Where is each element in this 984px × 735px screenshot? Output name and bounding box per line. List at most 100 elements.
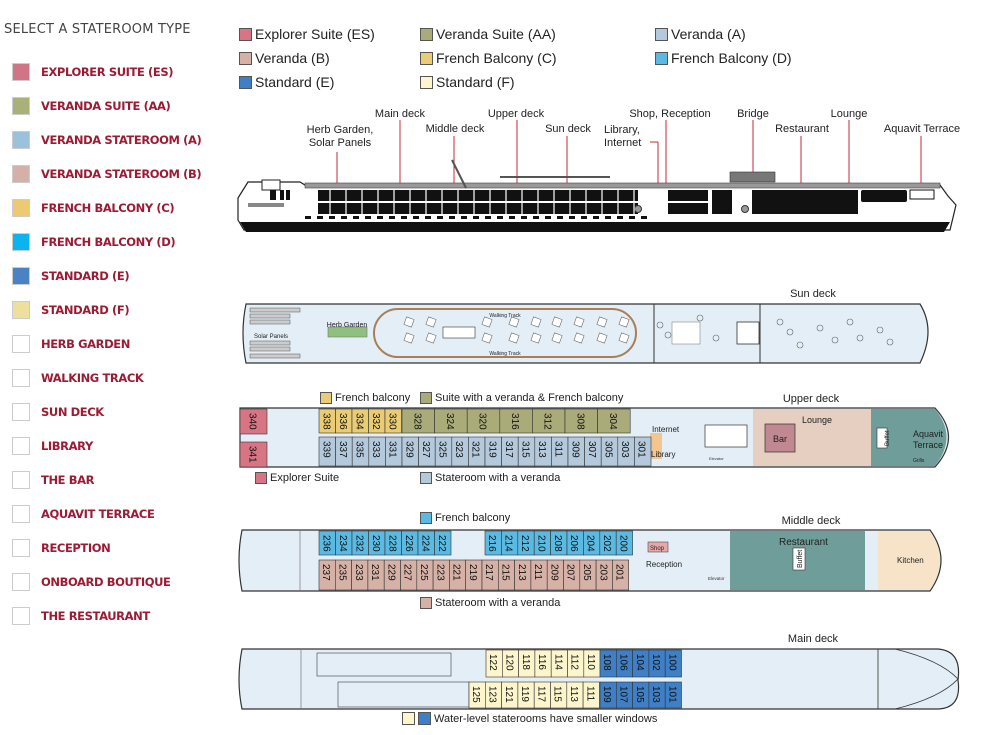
porthole xyxy=(449,216,455,219)
cabin[interactable]: 338 xyxy=(318,408,336,434)
stateroom-type-option[interactable]: EXPLORER SUITE (ES) xyxy=(12,62,173,82)
stateroom-type-option[interactable]: RECEPTION xyxy=(12,538,111,558)
legend-label: French Balcony (C) xyxy=(436,50,557,66)
cabin-number: 337 xyxy=(337,441,348,458)
cabin-number: 119 xyxy=(519,686,530,702)
label-upper-deck: Upper deck xyxy=(487,108,545,120)
stateroom-type-option[interactable]: THE BAR xyxy=(12,470,94,490)
cabin[interactable]: 114 xyxy=(550,649,568,678)
stateroom-type-option[interactable]: FRENCH BALCONY (C) xyxy=(12,198,175,218)
cabin-number: 125 xyxy=(470,686,481,703)
cabin[interactable]: 108 xyxy=(599,649,617,678)
cabin[interactable]: 112 xyxy=(567,649,585,678)
upper-legend-french-balcony: French balcony xyxy=(320,392,410,404)
stateroom-type-option[interactable]: VERANDA SUITE (AA) xyxy=(12,96,171,116)
porthole xyxy=(629,216,635,219)
cabin[interactable]: 123 xyxy=(484,681,502,709)
cabin[interactable]: 107 xyxy=(615,681,633,709)
cabin[interactable]: 219 xyxy=(465,559,483,591)
cabin[interactable]: 221 xyxy=(449,559,466,591)
cabin[interactable]: 327 xyxy=(418,436,436,467)
cabin[interactable]: 222 xyxy=(434,530,452,556)
cabin[interactable]: 320 xyxy=(466,408,501,434)
cabin[interactable]: 122 xyxy=(485,649,503,678)
cabin-number: 332 xyxy=(370,413,381,430)
cabin[interactable]: 341 xyxy=(239,441,268,468)
cabin[interactable]: 309 xyxy=(567,436,585,467)
cabin[interactable]: 301 xyxy=(634,436,652,467)
cabin-number: 340 xyxy=(247,413,258,430)
stateroom-type-option[interactable]: SUN DECK xyxy=(12,402,104,422)
cabin[interactable]: 226 xyxy=(401,530,419,556)
stateroom-type-option[interactable]: ONBOARD BOUTIQUE xyxy=(12,572,171,592)
cabin[interactable]: 119 xyxy=(517,681,535,709)
porthole xyxy=(593,216,599,219)
cabin[interactable]: 121 xyxy=(501,681,519,709)
cabin[interactable]: 103 xyxy=(648,681,666,709)
cabin[interactable]: 120 xyxy=(501,649,519,678)
cabin[interactable]: 100 xyxy=(664,649,682,678)
cabin-number: 317 xyxy=(503,441,514,458)
cabin[interactable]: 234 xyxy=(335,530,353,556)
cabin-number: 212 xyxy=(519,535,530,552)
porthole xyxy=(605,216,611,219)
cabin[interactable]: 116 xyxy=(534,649,552,678)
cabin[interactable]: 201 xyxy=(612,559,630,591)
cabin[interactable]: 325 xyxy=(434,436,453,467)
legend-item: Veranda (A) xyxy=(655,26,746,42)
main-deck-title: Main deck xyxy=(787,633,839,645)
color-swatch xyxy=(12,233,30,251)
stateroom-type-option[interactable]: THE RESTAURANT xyxy=(12,606,150,626)
cabin[interactable]: 228 xyxy=(384,530,402,556)
cabin[interactable]: 125 xyxy=(468,681,486,709)
cabin[interactable]: 312 xyxy=(532,408,566,434)
cabin-number: 312 xyxy=(542,413,553,430)
cabin-number: 324 xyxy=(444,413,455,430)
stateroom-type-option[interactable]: AQUAVIT TERRACE xyxy=(12,504,155,524)
cabin[interactable]: 303 xyxy=(617,436,635,467)
cabin[interactable]: 208 xyxy=(550,530,568,556)
stateroom-type-option[interactable]: WALKING TRACK xyxy=(12,368,144,388)
cabin[interactable]: 109 xyxy=(599,681,617,709)
stateroom-type-option[interactable]: STANDARD (E) xyxy=(12,266,130,286)
stateroom-type-option[interactable]: VERANDA STATEROOM (B) xyxy=(12,164,202,184)
stateroom-type-option[interactable]: STANDARD (F) xyxy=(12,300,130,320)
cabin[interactable]: 227 xyxy=(400,559,418,591)
cabin[interactable]: 117 xyxy=(533,681,551,709)
stateroom-type-label: LIBRARY xyxy=(41,439,93,453)
cabin[interactable]: 118 xyxy=(518,649,536,678)
legend-label: Explorer Suite (ES) xyxy=(255,26,375,42)
cabin[interactable]: 200 xyxy=(615,530,633,556)
stateroom-type-option[interactable]: HERB GARDEN xyxy=(12,334,130,354)
cabin[interactable]: 101 xyxy=(664,681,682,709)
cabin[interactable]: 115 xyxy=(550,681,568,709)
cabin[interactable]: 328 xyxy=(401,408,435,434)
cabin[interactable]: 205 xyxy=(579,559,597,591)
cabin[interactable]: 330 xyxy=(384,408,402,434)
cabin[interactable]: 237 xyxy=(318,559,336,591)
cabin[interactable]: 111 xyxy=(582,681,600,709)
cabin[interactable]: 113 xyxy=(566,681,584,709)
cabin[interactable]: 105 xyxy=(632,681,650,709)
label-herb-garden: Herb Garden,Solar Panels xyxy=(306,124,374,149)
cabin[interactable]: 304 xyxy=(597,408,631,434)
cabin[interactable]: 104 xyxy=(632,649,650,678)
stateroom-type-label: VERANDA SUITE (AA) xyxy=(41,99,171,113)
cabin[interactable]: 106 xyxy=(615,649,633,678)
cabin[interactable]: 308 xyxy=(564,408,598,434)
cabin[interactable]: 211 xyxy=(530,559,548,591)
cabin[interactable]: 110 xyxy=(583,649,601,678)
color-swatch xyxy=(12,199,30,217)
cabin[interactable]: 223 xyxy=(432,559,450,591)
cabin-number: 106 xyxy=(617,654,628,671)
legend-label: Veranda (A) xyxy=(671,26,746,42)
cabin[interactable]: 102 xyxy=(648,649,666,678)
cabin[interactable]: 311 xyxy=(551,436,569,467)
cabin[interactable]: 340 xyxy=(239,408,268,435)
cabin[interactable]: 305 xyxy=(600,436,619,467)
stateroom-type-option[interactable]: VERANDA STATEROOM (A) xyxy=(12,130,202,150)
cabin-number: 122 xyxy=(487,654,498,671)
stateroom-type-option[interactable]: LIBRARY xyxy=(12,436,93,456)
stateroom-type-option[interactable]: FRENCH BALCONY (D) xyxy=(12,232,176,252)
cabin[interactable]: 332 xyxy=(368,408,386,434)
